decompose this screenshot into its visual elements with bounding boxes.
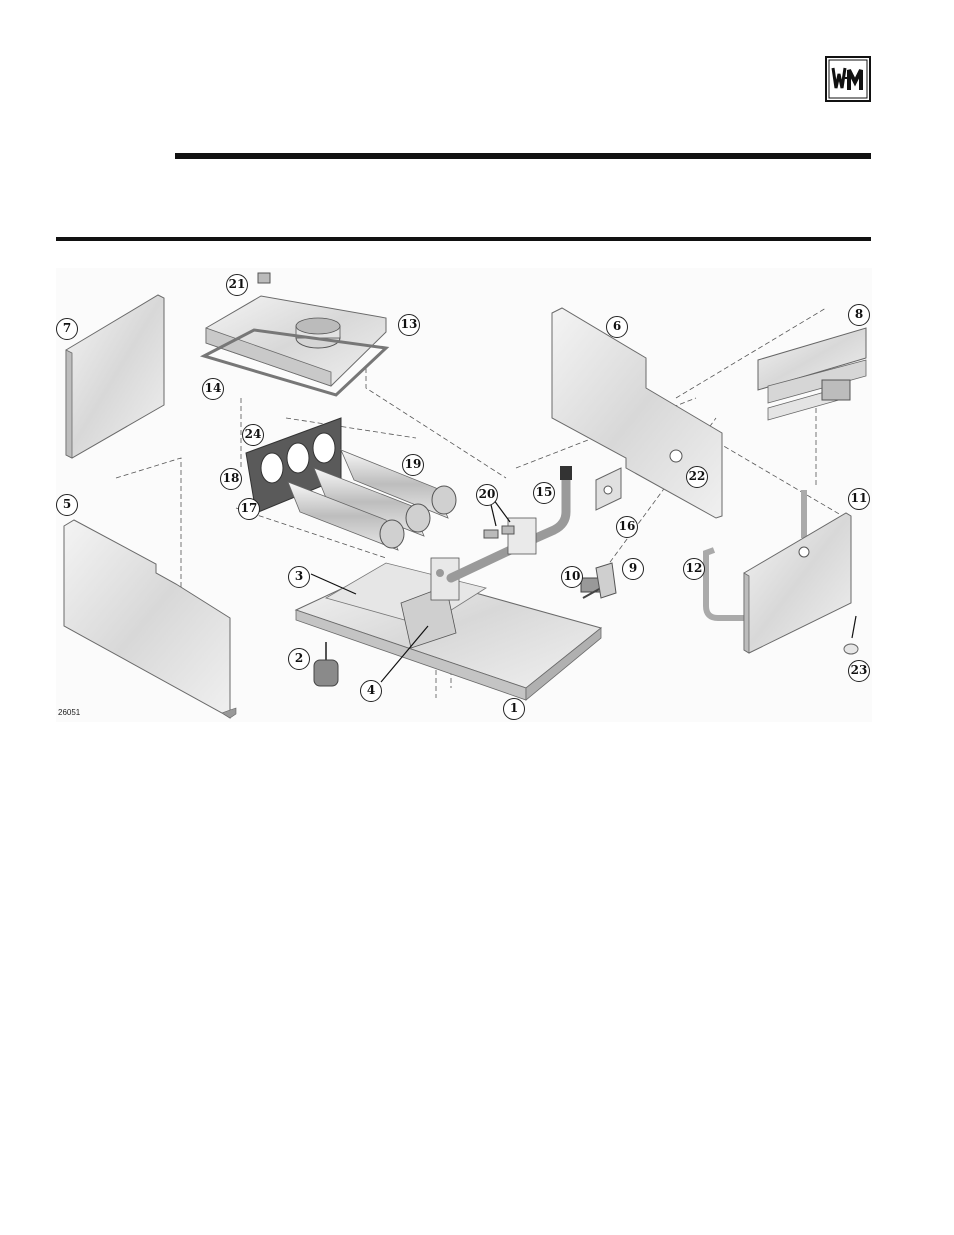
exploded-parts-diagram: 1 2 3 4 5 6 7 8 9 10 11 12 13 14 15 16 1… <box>56 268 872 722</box>
header-rule-top <box>175 153 871 159</box>
callout-15: 15 <box>533 482 555 504</box>
figure-number: 26051 <box>58 708 80 717</box>
callout-18: 18 <box>220 468 242 490</box>
part-23-plug <box>844 644 858 654</box>
callout-17: 17 <box>238 498 260 520</box>
part-15-gas-pipe <box>451 466 572 578</box>
callout-7: 7 <box>56 318 78 340</box>
part-7-side-panel <box>66 295 164 458</box>
part-8-control-bracket <box>758 328 866 420</box>
callout-16: 16 <box>616 516 638 538</box>
callout-9: 9 <box>622 558 644 580</box>
part-5-jacket-panel <box>64 520 236 718</box>
callout-2: 2 <box>288 648 310 670</box>
callout-23: 23 <box>848 660 870 682</box>
callout-12: 12 <box>683 558 705 580</box>
callout-5: 5 <box>56 494 78 516</box>
header-rule-bottom <box>56 237 871 241</box>
callout-8: 8 <box>848 304 870 326</box>
callout-6: 6 <box>606 316 628 338</box>
diagram-drawing <box>56 268 872 722</box>
part-2-leg <box>314 642 338 686</box>
brand-logo <box>825 56 871 102</box>
callout-22: 22 <box>686 466 708 488</box>
callout-10: 10 <box>561 566 583 588</box>
weil-mclain-logo-icon <box>825 56 871 102</box>
part-21-switch <box>258 273 270 283</box>
callout-24: 24 <box>242 424 264 446</box>
callout-4: 4 <box>360 680 382 702</box>
callout-21: 21 <box>226 274 248 296</box>
callout-13: 13 <box>398 314 420 336</box>
callout-14: 14 <box>202 378 224 400</box>
part-16-plate <box>596 468 621 510</box>
callout-11: 11 <box>848 488 870 510</box>
callout-1: 1 <box>503 698 525 720</box>
callout-19: 19 <box>402 454 424 476</box>
callout-20: 20 <box>476 484 498 506</box>
part-11-front-panel <box>744 513 851 653</box>
callout-3: 3 <box>288 566 310 588</box>
part-10-pilot-assembly <box>581 563 616 598</box>
